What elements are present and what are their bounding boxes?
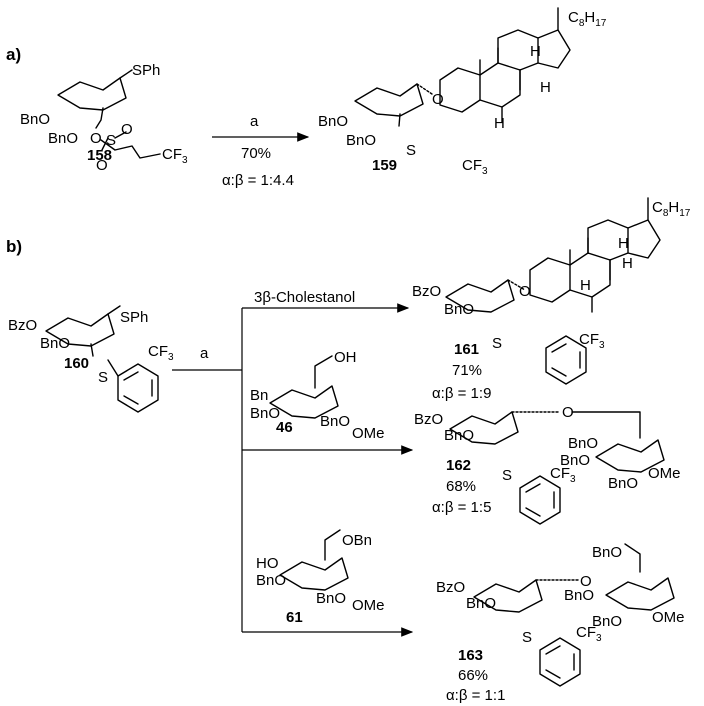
compound-158: BnO BnO SPh O S O O CF3: [20, 62, 188, 174]
sm160-s: S: [98, 369, 108, 386]
p159-h1: H: [530, 43, 541, 60]
label-61: 61: [286, 609, 303, 626]
arrow-b: [172, 303, 414, 637]
sm158-o2: O: [96, 157, 108, 174]
acc46-ome: OMe: [352, 425, 385, 442]
sm160-cf3: CF3: [148, 343, 174, 363]
p163-obn: BnO: [592, 544, 622, 561]
acc46-bn: Bn: [250, 387, 268, 404]
p163-bno1: BnO: [466, 595, 496, 612]
compound-162: BzO BnO O BnO BnO BnO OMe S CF3: [414, 404, 681, 525]
p162-bno3: BnO: [560, 452, 590, 469]
ratio-163: α:β = 1:1: [446, 687, 505, 704]
p161-cf3: CF3: [579, 331, 605, 351]
sm158-sph: SPh: [132, 62, 160, 79]
section-b-label: b): [6, 237, 22, 256]
p161-bno: BnO: [444, 301, 474, 318]
p162-ome: OMe: [648, 465, 681, 482]
reagent-b: a: [200, 345, 209, 362]
p161-o: O: [519, 283, 531, 300]
p163-o: O: [580, 573, 592, 590]
label-46: 46: [276, 419, 293, 436]
p163-cf3: CF3: [576, 624, 602, 644]
p159-h2: H: [540, 79, 551, 96]
p161-h1: H: [618, 235, 629, 252]
acc61-ome: OMe: [352, 597, 385, 614]
p159-o: O: [432, 91, 444, 108]
label-159: 159: [372, 157, 397, 174]
sm158-cf3: CF3: [162, 146, 188, 166]
acc61-bno1: BnO: [256, 572, 286, 589]
label-161: 161: [454, 341, 479, 358]
compound-160: BzO BnO SPh S CF3: [8, 305, 174, 413]
p161-chain: C8H17: [652, 199, 691, 219]
compound-159: BnO BnO O S CF3 C8H17 H H H: [318, 7, 607, 177]
p162-o: O: [562, 404, 574, 421]
p159-bno1: BnO: [318, 113, 348, 130]
compound-61: OBn HO BnO BnO OMe: [256, 529, 385, 614]
section-a-label: a): [6, 45, 21, 64]
acceptor-cholestanol: 3β-Cholestanol: [254, 289, 355, 306]
sm158-o: O: [90, 130, 102, 147]
p161-h3: H: [580, 277, 591, 294]
acc46-bno1: BnO: [250, 405, 280, 422]
p162-cf3: CF3: [550, 465, 576, 485]
p161-s: S: [492, 335, 502, 352]
p163-bno3: BnO: [592, 613, 622, 630]
p163-s: S: [522, 629, 532, 646]
acc61-obn: OBn: [342, 532, 372, 549]
sm158-s: S: [106, 132, 116, 149]
sm158-bno2: BnO: [48, 130, 78, 147]
p159-h3: H: [494, 115, 505, 132]
label-160: 160: [64, 355, 89, 372]
p163-ome: OMe: [652, 609, 685, 626]
p163-bno2: BnO: [564, 587, 594, 604]
acc46-bno2: BnO: [320, 413, 350, 430]
compound-163: BnO BzO BnO O BnO BnO OMe S CF3: [436, 543, 685, 687]
acc61-ho: HO: [256, 555, 279, 572]
p159-cf3: CF3: [462, 157, 488, 177]
sm160-bzo: BzO: [8, 317, 37, 334]
p162-bno1: BnO: [444, 427, 474, 444]
p162-bno2: BnO: [568, 435, 598, 452]
yield-163: 66%: [458, 667, 488, 684]
p159-bno2: BnO: [346, 132, 376, 149]
yield-162: 68%: [446, 478, 476, 495]
sm158-o3: O: [121, 121, 133, 138]
p161-bzo: BzO: [412, 283, 441, 300]
p159-s: S: [406, 142, 416, 159]
ratio-a: α:β = 1:4.4: [222, 172, 294, 189]
p162-s: S: [502, 467, 512, 484]
compound-161: BzO BnO O S CF3 C8H17 H H H: [412, 197, 691, 385]
yield-a: 70%: [241, 145, 271, 162]
p162-bzo: BzO: [414, 411, 443, 428]
sm160-sph: SPh: [120, 309, 148, 326]
p162-bno4: BnO: [608, 475, 638, 492]
acc46-oh: OH: [334, 349, 357, 366]
label-163: 163: [458, 647, 483, 664]
compound-46: OH Bn BnO BnO OMe: [250, 349, 385, 442]
yield-161: 71%: [452, 362, 482, 379]
ratio-162: α:β = 1:5: [432, 499, 491, 516]
reagent-a: a: [250, 113, 259, 130]
sm160-bno: BnO: [40, 335, 70, 352]
label-158: 158: [87, 147, 112, 164]
acc61-bno2: BnO: [316, 590, 346, 607]
p159-chain: C8H17: [568, 9, 607, 29]
p163-bzo: BzO: [436, 579, 465, 596]
sm158-bno1: BnO: [20, 111, 50, 128]
ratio-161: α:β = 1:9: [432, 385, 491, 402]
label-162: 162: [446, 457, 471, 474]
p161-h2: H: [622, 255, 633, 272]
